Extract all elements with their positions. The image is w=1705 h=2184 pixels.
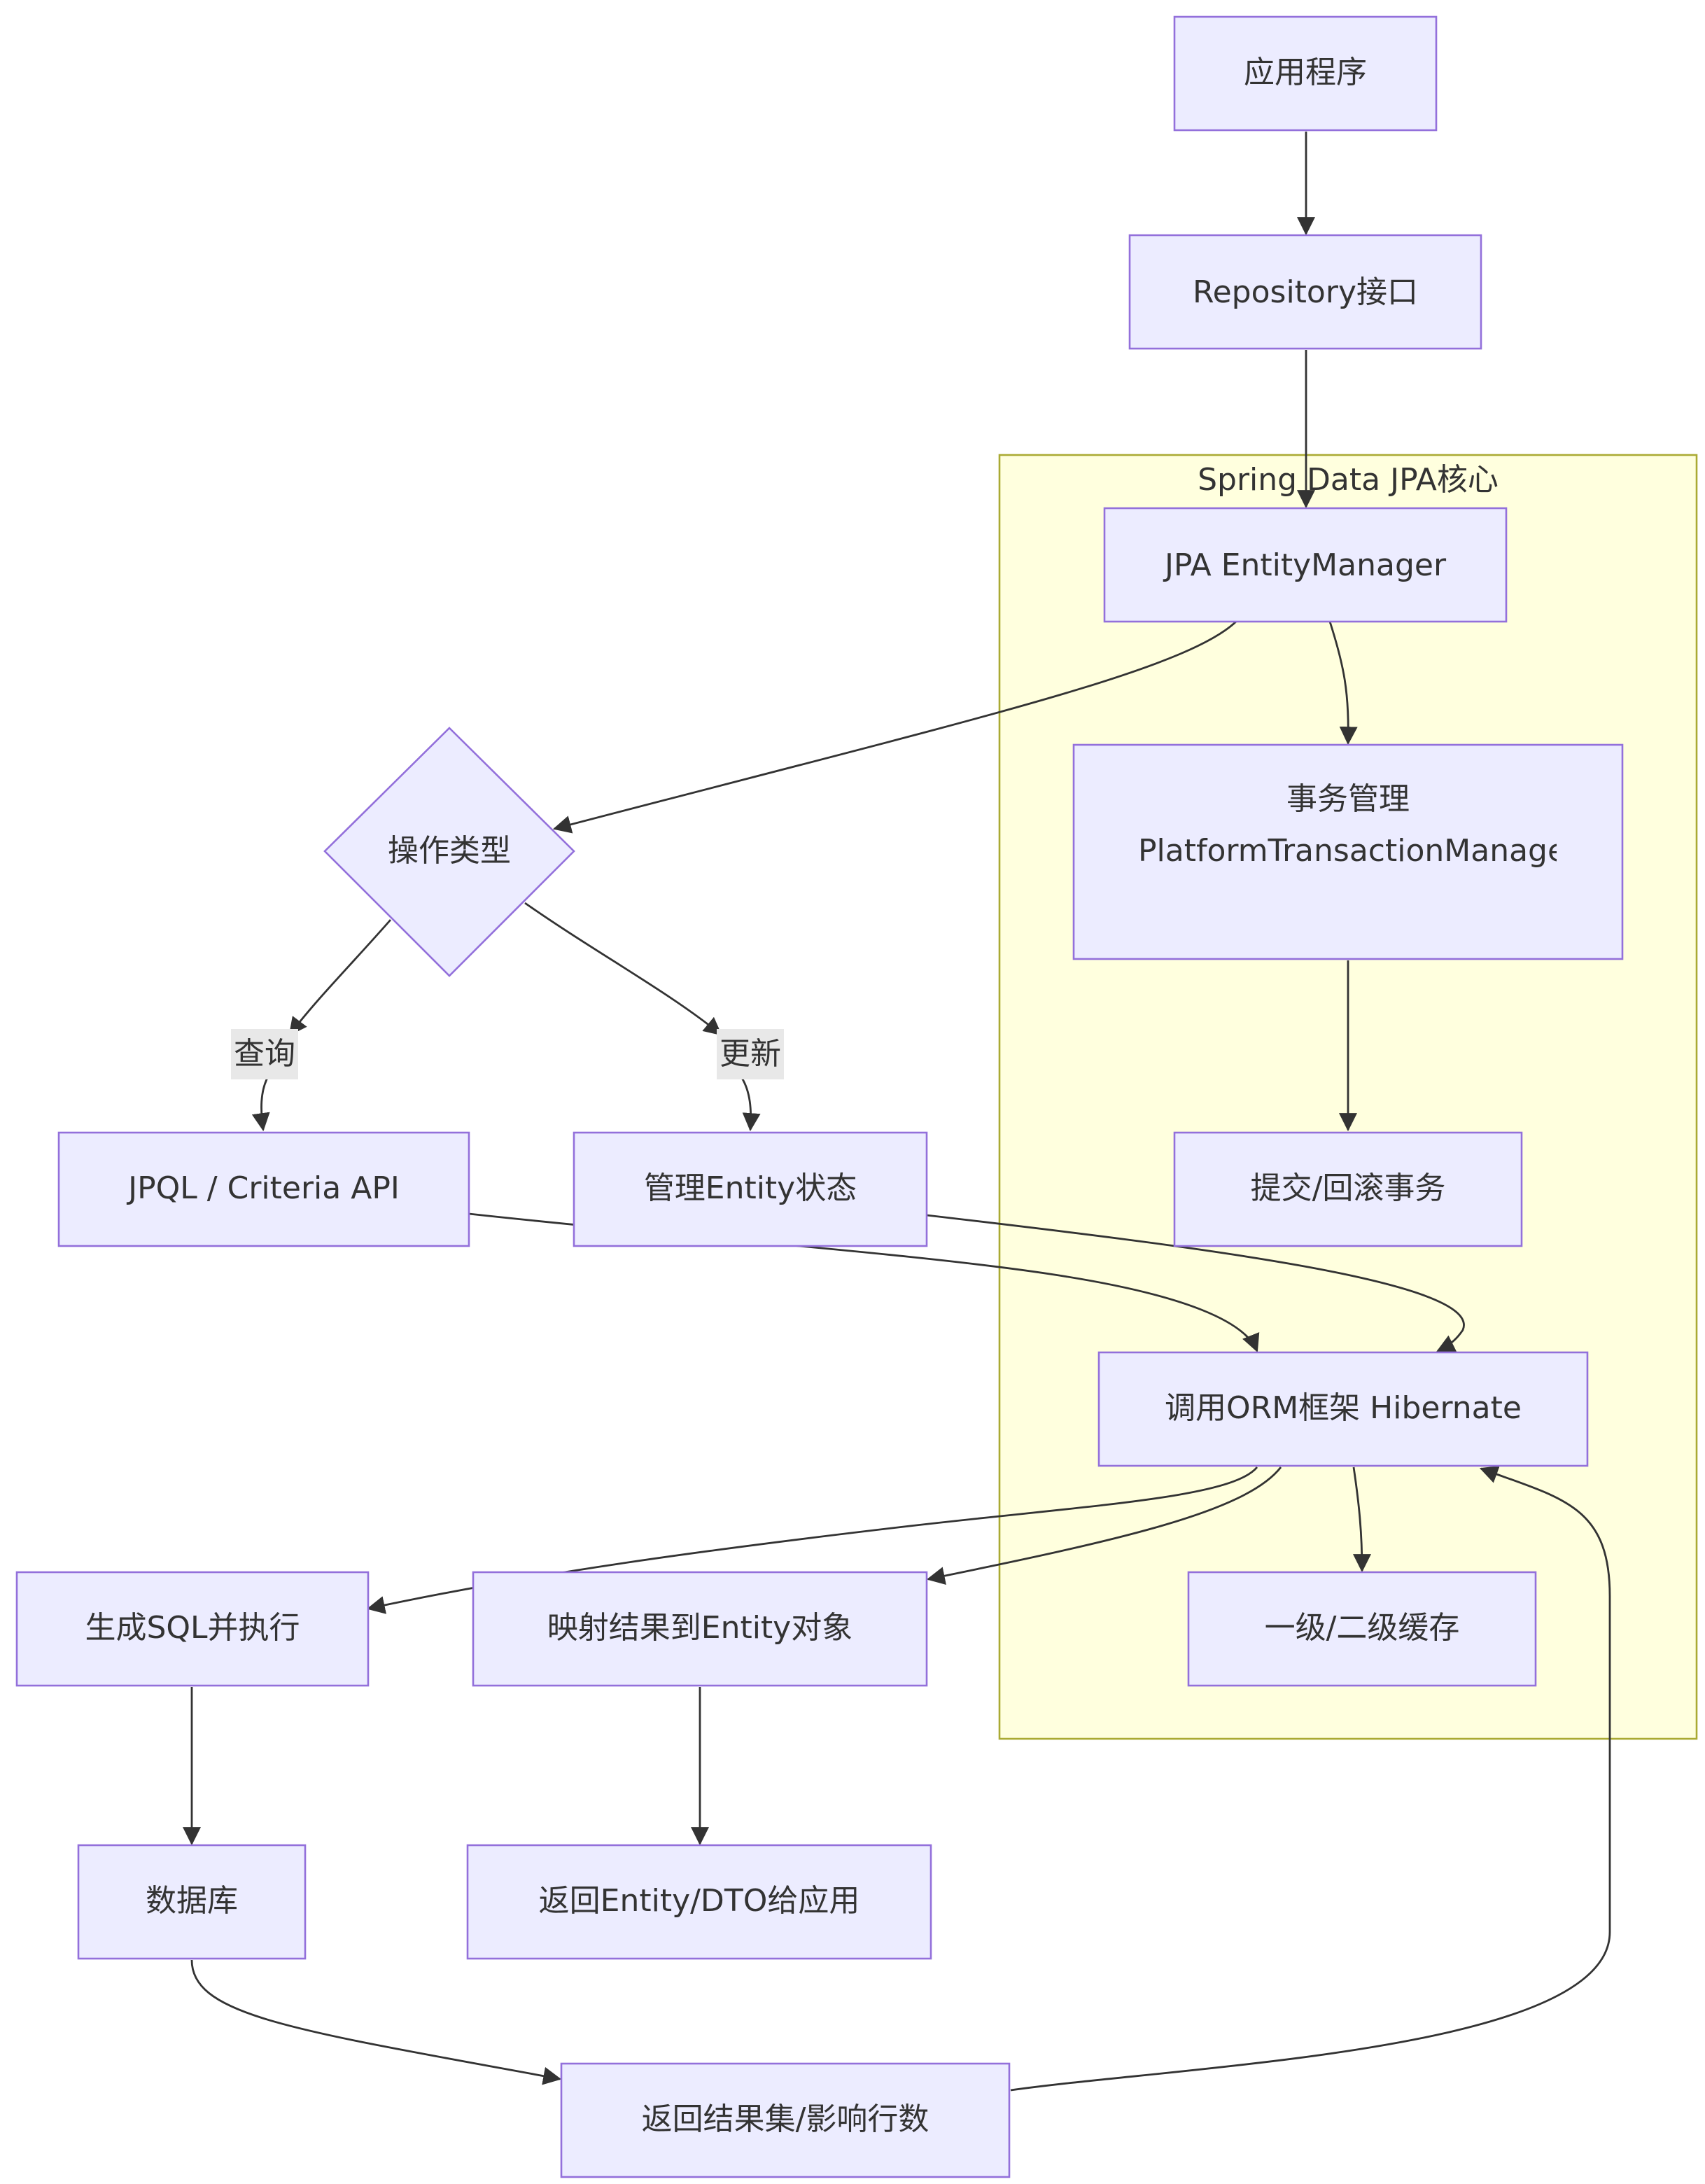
edge-entity-manager-to-transaction (1328, 621, 1358, 746)
node-operation-type-label: 操作类型 (388, 833, 511, 869)
node-commit-rollback[interactable]: 提交/回滚事务 (1173, 1131, 1523, 1247)
edge-orm-to-cache (1352, 1466, 1371, 1573)
edge-database-to-return-resultset (190, 1959, 562, 2085)
decision-diamond (323, 727, 575, 977)
node-repository-label: Repository接口 (1193, 274, 1418, 310)
edge-orm-to-map-result (926, 1466, 1282, 1585)
node-repository[interactable]: Repository接口 (1128, 234, 1482, 350)
node-generate-sql-label: 生成SQL并执行 (85, 1610, 300, 1646)
node-return-entity-label: 返回Entity/DTO给应用 (539, 1883, 860, 1919)
node-map-result[interactable]: 映射结果到Entity对象 (472, 1571, 928, 1687)
node-entity-manager[interactable]: JPA EntityManager (1103, 507, 1508, 623)
node-entity-manager-label: JPA EntityManager (1163, 547, 1447, 583)
node-app-label: 应用程序 (1244, 55, 1367, 90)
node-database[interactable]: 数据库 (77, 1844, 307, 1960)
edge-return-resultset-to-orm (1010, 1466, 1611, 2092)
node-cache-label: 一级/二级缓存 (1265, 1610, 1460, 1646)
node-manage-state[interactable]: 管理Entity状态 (573, 1131, 928, 1247)
node-orm-label: 调用ORM框架 Hibernate (1165, 1390, 1522, 1426)
edge-label-query-bg (231, 1029, 298, 1079)
node-transaction-label-line2: PlatformTransactionManager (1138, 833, 1580, 869)
cluster-title: Spring Data JPA核心 (1198, 462, 1499, 498)
node-app[interactable]: 应用程序 (1173, 15, 1438, 132)
node-return-entity[interactable]: 返回Entity/DTO给应用 (466, 1844, 932, 1960)
node-jpql[interactable]: JPQL / Criteria API (57, 1131, 470, 1247)
node-map-result-label: 映射结果到Entity对象 (547, 1610, 852, 1646)
node-generate-sql[interactable]: 生成SQL并执行 (15, 1571, 370, 1687)
edge-label-update-text: 更新 (720, 1036, 781, 1072)
edge-operation-to-manage-state (524, 902, 722, 1036)
edge-label-update: 更新 (717, 1029, 784, 1079)
node-database-label: 数据库 (146, 1883, 238, 1919)
node-orm[interactable]: 调用ORM框架 Hibernate (1097, 1351, 1589, 1467)
node-return-resultset-label: 返回结果集/影响行数 (642, 2101, 929, 2137)
edge-manage-state-to-orm (926, 1214, 1465, 1352)
node-cache[interactable]: 一级/二级缓存 (1187, 1571, 1537, 1687)
edge-label-query: 查询 (231, 1029, 298, 1079)
edge-jpql-label-to-jpql (251, 1077, 270, 1132)
edge-label-update-bg (717, 1029, 784, 1079)
node-manage-state-label: 管理Entity状态 (644, 1170, 857, 1206)
node-transaction[interactable]: 事务管理 PlatformTransactionManager (1072, 743, 1624, 960)
edge-label-query-text: 查询 (234, 1036, 295, 1072)
node-operation-type[interactable]: 操作类型 (323, 727, 575, 977)
edge-operation-to-jpql (288, 919, 392, 1036)
node-return-resultset[interactable]: 返回结果集/影响行数 (560, 2062, 1011, 2178)
edge-entity-manager-to-operation-type (552, 620, 1237, 834)
node-transaction-label-line1: 事务管理 (1286, 781, 1410, 817)
edge-update-label-to-manage-state (741, 1077, 761, 1132)
node-commit-rollback-label: 提交/回滚事务 (1251, 1170, 1446, 1206)
node-jpql-label: JPQL / Criteria API (126, 1170, 400, 1206)
